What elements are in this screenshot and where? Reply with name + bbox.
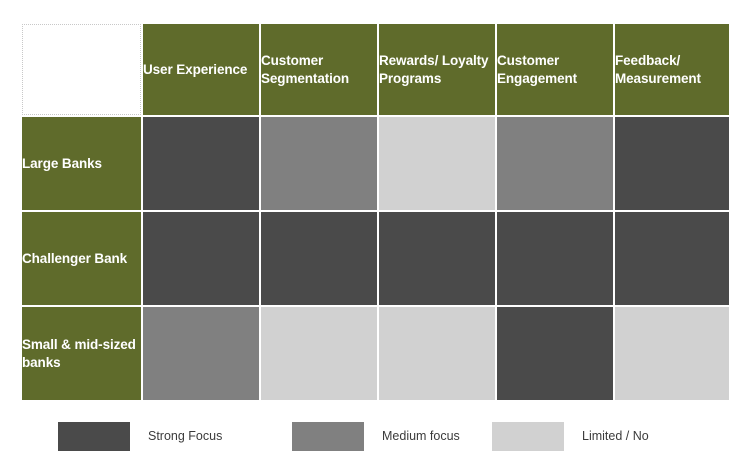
matrix-corner-cell [22,24,141,115]
legend-item-limited-no: Limited / No [492,418,649,454]
matrix-row-small-mid-sized-banks: Small & mid-sized banks [22,307,729,400]
matrix-cell-large-banks-customer-engagement [497,117,613,210]
column-header-user-experience: User Experience [143,24,259,115]
column-header-customer-segmentation: Customer Segmentation [261,24,377,115]
row-header-large-banks: Large Banks [22,117,141,210]
matrix-cell-challenger-bank-customer-engagement [497,212,613,305]
row-header-small-mid-sized-banks: Small & mid-sized banks [22,307,141,400]
legend: Strong Focus Medium focus Limited / No [0,418,729,467]
legend-swatch-medium-focus [292,421,364,451]
matrix-row-challenger-bank: Challenger Bank [22,212,729,305]
matrix-cell-challenger-bank-user-experience [143,212,259,305]
focus-matrix-table: User Experience Customer Segmentation Re… [20,22,729,402]
legend-label-limited-no: Limited / No [582,429,649,443]
matrix-cell-small-mid-customer-engagement [497,307,613,400]
matrix-cell-challenger-bank-rewards-loyalty [379,212,495,305]
matrix-cell-large-banks-user-experience [143,117,259,210]
matrix-cell-small-mid-user-experience [143,307,259,400]
matrix-cell-small-mid-feedback-measurement [615,307,729,400]
matrix-cell-large-banks-rewards-loyalty [379,117,495,210]
matrix-cell-large-banks-feedback-measurement [615,117,729,210]
matrix-cell-small-mid-customer-segmentation [261,307,377,400]
matrix-row-large-banks: Large Banks [22,117,729,210]
matrix-cell-large-banks-customer-segmentation [261,117,377,210]
legend-label-medium-focus: Medium focus [382,429,460,443]
column-header-customer-engagement: Customer Engagement [497,24,613,115]
legend-label-strong-focus: Strong Focus [148,429,223,443]
matrix-cell-small-mid-rewards-loyalty [379,307,495,400]
legend-item-strong-focus: Strong Focus [58,418,222,454]
focus-matrix: User Experience Customer Segmentation Re… [22,24,729,400]
column-header-rewards-loyalty-programs: Rewards/ Loyalty Programs [379,24,495,115]
column-header-feedback-measurement: Feedback/ Measurement [615,24,729,115]
matrix-cell-challenger-bank-customer-segmentation [261,212,377,305]
legend-swatch-strong-focus [58,421,130,451]
legend-swatch-limited-no [492,421,564,451]
row-header-challenger-bank: Challenger Bank [22,212,141,305]
legend-item-medium-focus: Medium focus [292,418,460,454]
matrix-header-row: User Experience Customer Segmentation Re… [22,24,729,115]
matrix-cell-challenger-bank-feedback-measurement [615,212,729,305]
